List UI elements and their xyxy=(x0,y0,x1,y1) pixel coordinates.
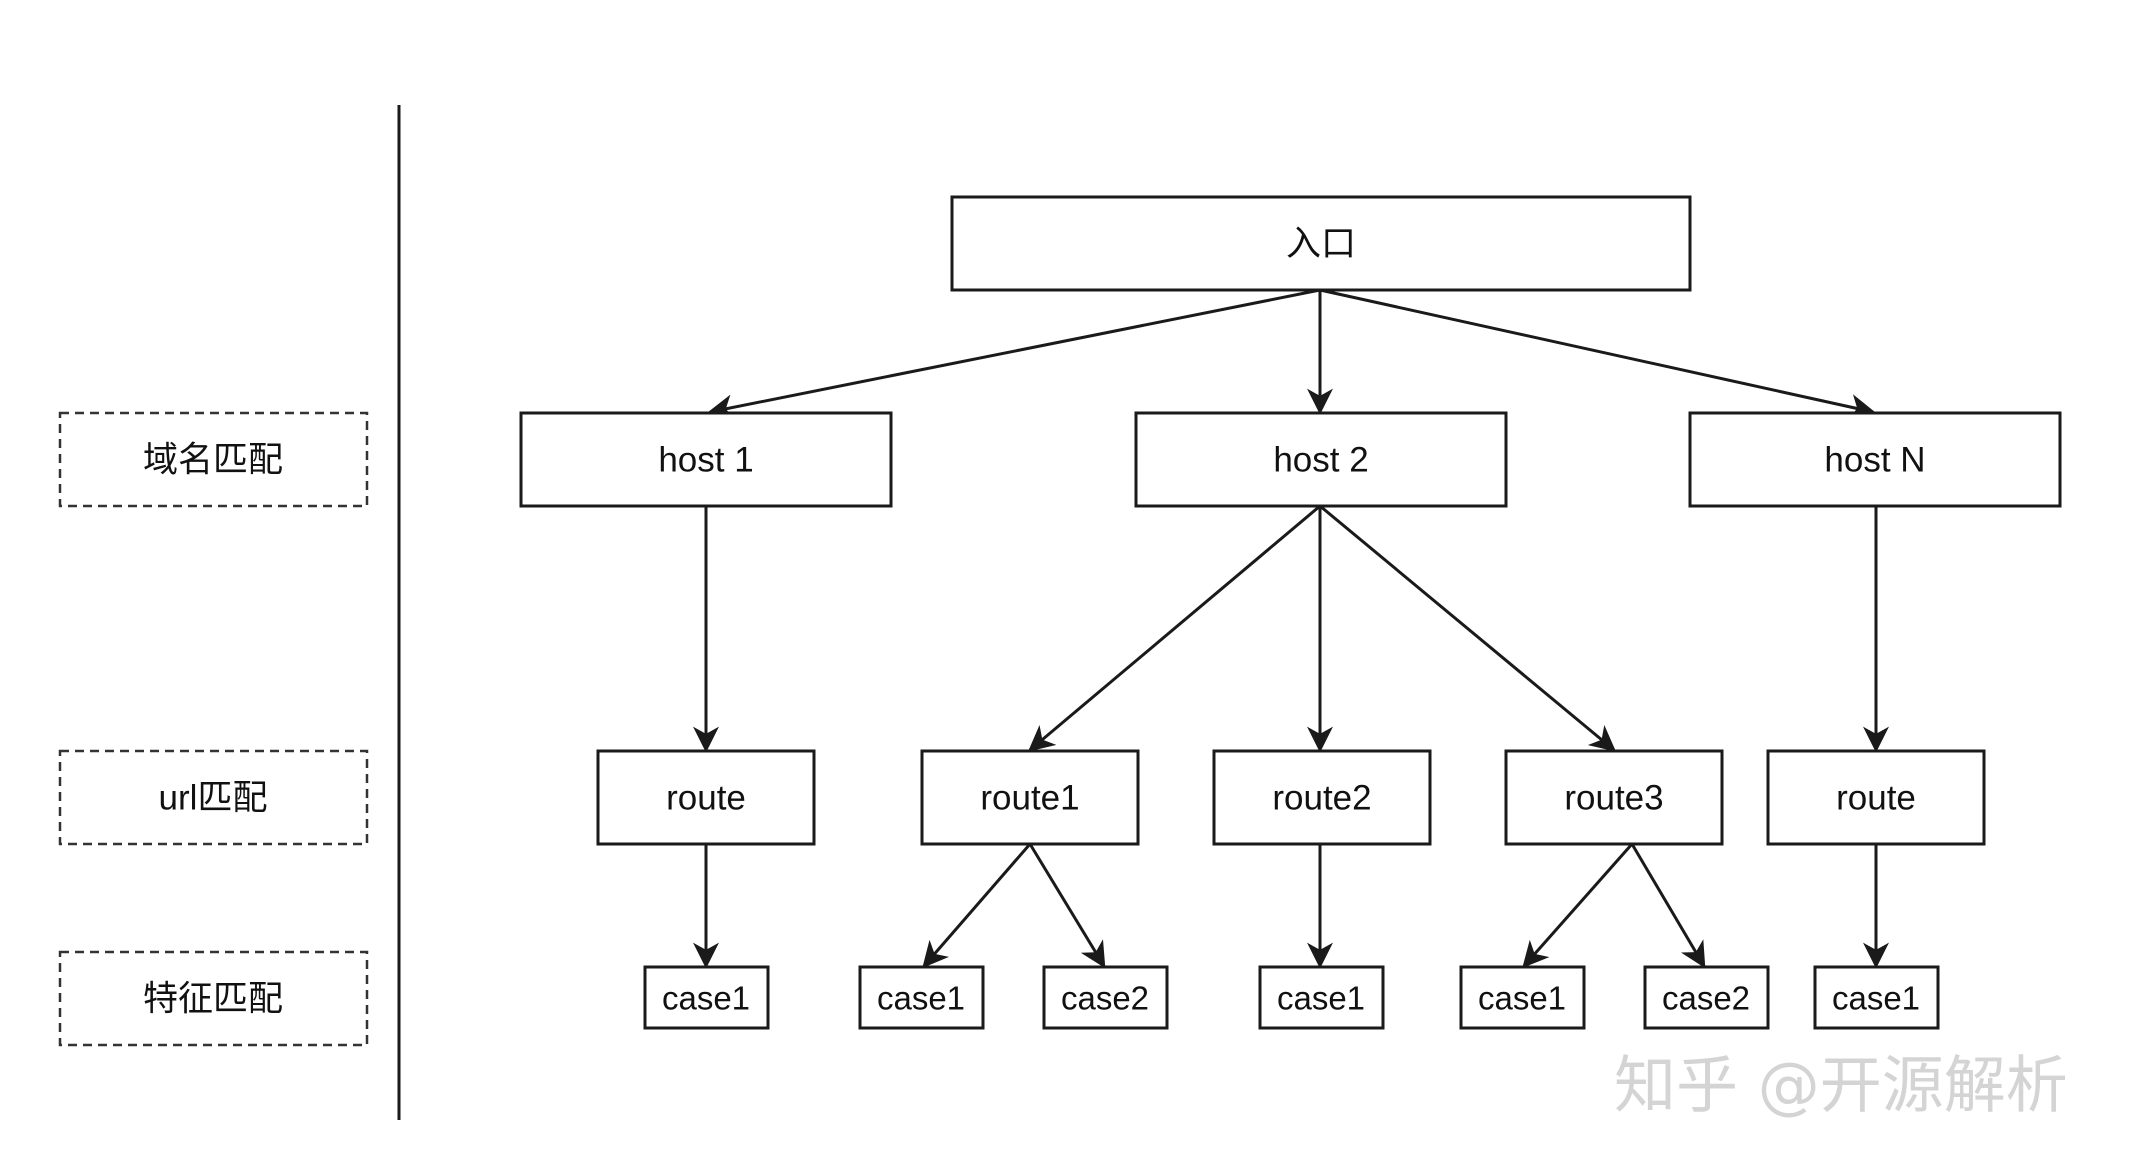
node-route-right: route xyxy=(1766,749,1986,846)
node-case-right-label: case1 xyxy=(1832,980,1920,1017)
node-host-1: host 1 xyxy=(519,411,893,508)
node-route1-case1-label: case1 xyxy=(877,980,965,1017)
node-route1: route1 xyxy=(920,749,1140,846)
edges xyxy=(693,288,1889,969)
node-route2: route2 xyxy=(1212,749,1432,846)
node-route1-case2-label: case2 xyxy=(1061,980,1149,1017)
node-host-1-label: host 1 xyxy=(658,441,753,480)
node-route1-case1: case1 xyxy=(858,965,985,1030)
node-host-n-label: host N xyxy=(1824,441,1925,480)
node-route2-case1: case1 xyxy=(1258,965,1385,1030)
level-feature-match-label: 特征匹配 xyxy=(143,980,283,1019)
watermark: 知乎 @开源解析 xyxy=(1614,1049,2068,1122)
level-domain-match: 域名匹配 xyxy=(58,411,369,508)
node-entry-label: 入口 xyxy=(1286,225,1356,264)
node-route2-case1-label: case1 xyxy=(1277,980,1365,1017)
node-route1-case2: case2 xyxy=(1042,965,1169,1030)
node-route-left: route xyxy=(596,749,816,846)
node-route1-label: route1 xyxy=(980,779,1079,818)
node-route3-case2: case2 xyxy=(1643,965,1770,1030)
node-case-right: case1 xyxy=(1813,965,1940,1030)
node-route3-case2-label: case2 xyxy=(1662,980,1750,1017)
edge-route1-case1 xyxy=(922,843,1032,968)
edge-route3-case1 xyxy=(1522,843,1634,968)
level-url-match-label: url匹配 xyxy=(159,779,268,818)
edge-route3-case2 xyxy=(1630,843,1706,969)
node-host-2-label: host 2 xyxy=(1273,441,1368,480)
level-domain-match-label: 域名匹配 xyxy=(143,441,283,480)
node-route3: route3 xyxy=(1504,749,1724,846)
edge-host2-route3 xyxy=(1319,504,1617,752)
edge-entry-host1 xyxy=(707,288,1321,421)
node-case-left-label: case1 xyxy=(662,980,750,1017)
node-route2-label: route2 xyxy=(1272,779,1371,818)
level-feature-match: 特征匹配 xyxy=(58,950,369,1047)
edge-host2-route1 xyxy=(1028,504,1321,752)
node-route3-case1: case1 xyxy=(1459,965,1586,1030)
node-route-right-label: route xyxy=(1836,779,1916,818)
node-host-n: host N xyxy=(1688,411,2062,508)
edge-route1-case2 xyxy=(1028,843,1106,969)
node-host-2: host 2 xyxy=(1134,411,1508,508)
node-route3-case1-label: case1 xyxy=(1478,980,1566,1017)
edge-entry-hostN xyxy=(1319,288,1876,420)
node-route3-label: route3 xyxy=(1564,779,1663,818)
node-entry: 入口 xyxy=(950,195,1692,292)
node-route-left-label: route xyxy=(666,779,746,818)
level-url-match: url匹配 xyxy=(58,749,369,846)
node-case-left: case1 xyxy=(643,965,770,1030)
